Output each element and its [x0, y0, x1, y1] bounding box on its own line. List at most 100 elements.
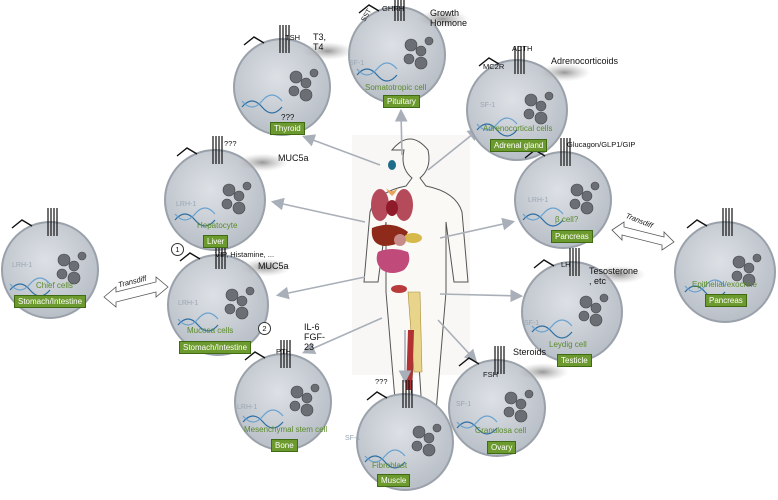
dna-helix-icon [531, 319, 573, 339]
vesicles [289, 383, 320, 417]
pituitary-cell-name: Somatotropic cell [365, 83, 427, 92]
receptor-bars [458, 346, 505, 374]
muscle-nuclear-label: SF-1 [345, 435, 361, 442]
receptor-bars [243, 25, 290, 53]
thyroid-secretion: T3, T4 [313, 32, 327, 52]
dna-helix-icon [242, 409, 284, 429]
pituitary-tissue-label: Pituitary [383, 95, 420, 108]
ovary-nuclear-label: SF-1 [456, 401, 472, 408]
vesicles [221, 181, 252, 215]
testicle-cell-name: Leydig cell [549, 340, 587, 349]
vesicles [731, 253, 762, 287]
vesicles [411, 423, 442, 457]
bone-cell-name: Mesenchymal stem cell [244, 425, 328, 434]
bone-tissue-label: Bone [271, 439, 298, 452]
adrenal-nuclear-label: SF-1 [480, 102, 496, 109]
ovary-receptor: FSH [483, 370, 498, 379]
testicle-nuclear-label: SF-1 [524, 320, 540, 327]
dna-helix-icon [456, 415, 498, 435]
dna-helix-icon [476, 117, 518, 137]
mucosa-receptor: VIP, Histamine, ... [215, 250, 275, 259]
cell-pituitary [348, 0, 469, 104]
pancreas-nuclear-label: LRH-1 [528, 197, 549, 204]
exocrine-tissue-label: Pancreas [705, 294, 747, 307]
adrenal-secretion: Adrenocorticoids [551, 56, 619, 66]
vesicles [578, 293, 609, 327]
liver-receptor: ??? [224, 139, 237, 148]
receptor-bars [176, 136, 223, 164]
receptor-bars [686, 208, 733, 236]
mucosa-cell-name: Mucosa cells [187, 326, 234, 335]
receptor-bars [366, 380, 413, 408]
dna-helix-icon [241, 94, 283, 114]
vesicles [523, 91, 554, 125]
receptor-bars [358, 0, 405, 21]
vesicles [288, 68, 319, 102]
testicle-tissue-label: Testicle [557, 354, 592, 367]
thyroid-tissue-label: Thyroid [270, 122, 305, 135]
pituitary-receptor-ghrh: GHRH [382, 4, 405, 13]
testicle-receptor: LH [561, 260, 571, 269]
cell-adrenal [466, 46, 591, 161]
pancreas-receptor: Glucagon/GLP1/GIP [567, 140, 636, 149]
dna-helix-icon [9, 277, 51, 297]
chief-cell-name: Chief cells [36, 281, 73, 290]
chief-tissue-label: Stomach/Intestine [14, 295, 87, 308]
marker-two: 2 [258, 322, 271, 335]
ovary-cell-name: Granulosa cell [475, 426, 527, 435]
liver-secretion: MUC5a [278, 153, 309, 163]
cell-chief [1, 208, 99, 319]
marker-one: 1 [171, 243, 184, 256]
mucosa-nuclear-label: LRH-1 [178, 300, 199, 307]
cell-muscle [356, 380, 454, 491]
receptor-bars [533, 248, 580, 276]
dna-helix-icon [174, 207, 216, 227]
mucosa-secretion-2: IL-6 FGF-23 [304, 322, 325, 352]
adrenal-tissue-label: Adrenal gland [490, 139, 548, 152]
exocrine-cell-name: Epithelial/exocrine [692, 280, 757, 289]
pancreas-cell-name: β cell? [555, 215, 579, 224]
cell-bone [234, 340, 332, 451]
receptor-bars [11, 208, 58, 236]
pituitary-nuclear-label: SF-1 [349, 60, 365, 67]
cell-testicle [521, 248, 646, 363]
connection-arrows [270, 108, 524, 384]
mucosa-secretion: MUC5a [258, 261, 289, 271]
mucosa-tissue-label: Stomach/Intestine [179, 341, 252, 354]
adrenal-cell-name: Adrenocortical cells [483, 124, 553, 133]
dna-helix-icon [356, 62, 398, 82]
cell-thyroid [233, 25, 354, 136]
ovary-secretion: Steroids [513, 347, 547, 357]
adrenal-receptor-acth: ACTH [512, 44, 533, 53]
testicle-secretion: Tesosterone , etc [589, 266, 639, 286]
dna-helix-icon [522, 207, 564, 227]
dna-helix-icon [364, 449, 406, 469]
vesicles [503, 389, 534, 423]
cell-mucosa [167, 241, 292, 356]
cell-liver [164, 136, 289, 251]
muscle-receptor: ??? [375, 377, 388, 386]
vesicles [569, 181, 600, 215]
human-body-figure [352, 135, 470, 413]
muscle-tissue-label: Muscle [377, 474, 411, 487]
liver-tissue-label: Liver [203, 235, 229, 248]
bone-receptor: PTH [276, 347, 291, 356]
chief-nuclear-label: LRH-1 [12, 262, 33, 269]
bone-nuclear-label: LRH-1 [237, 404, 258, 411]
liver-nuclear-label: LRH-1 [176, 201, 197, 208]
adrenal-receptor-mc2r: MC2R [483, 62, 505, 71]
pancreas-tissue-label: Pancreas [551, 230, 593, 243]
receptor-bars [244, 340, 291, 368]
cell-pancreas [514, 138, 612, 249]
dna-helix-icon [177, 312, 219, 332]
cell-exocrine [674, 208, 776, 323]
vesicles [56, 251, 87, 285]
muscle-cell-name: Fibroblast [372, 461, 408, 470]
ovary-tissue-label: Ovary [487, 441, 517, 454]
pituitary-secretion: Growth Hormone [430, 8, 468, 28]
thyroid-receptor-tsh: TSH [285, 33, 300, 42]
vesicles [224, 286, 255, 320]
vesicles [403, 36, 434, 70]
